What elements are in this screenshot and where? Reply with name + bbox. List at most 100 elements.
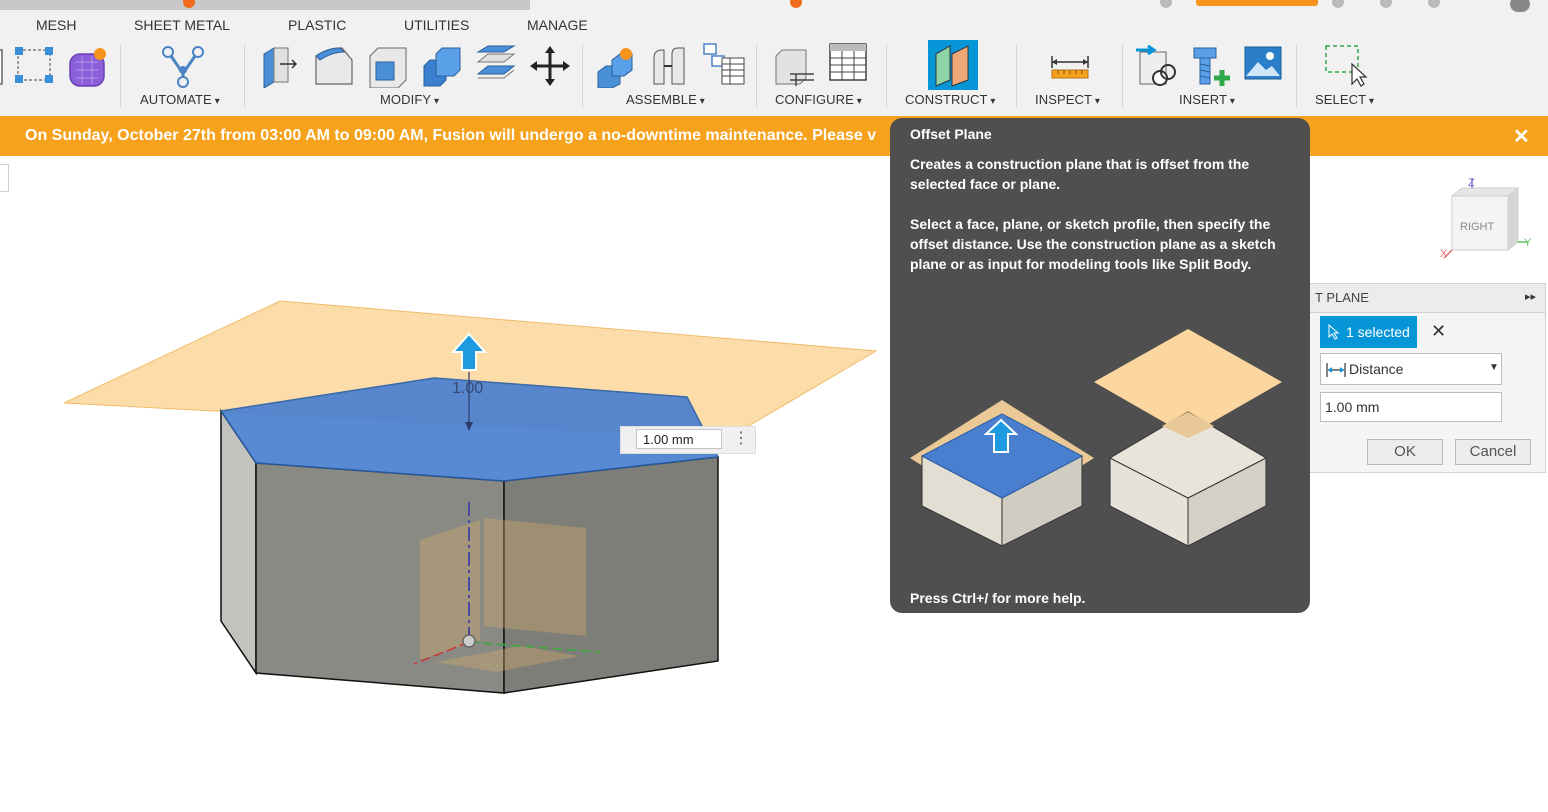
distance-manipulator-icon [450,332,488,371]
solid-icon[interactable] [0,46,8,86]
origin-point [462,634,476,648]
measure-icon[interactable] [1048,52,1092,82]
illustration-offset-plane [1094,329,1282,436]
tab-manage[interactable]: MANAGE [527,17,588,33]
ok-button[interactable]: OK [1367,439,1443,465]
separator [1016,44,1017,108]
x-axis [413,641,470,665]
dimension-label: 1.00 [452,380,484,397]
dimension-arrowhead [465,422,473,431]
browser-tab-area [0,0,530,10]
viewcube-x-axis [1443,249,1453,259]
separator [1296,44,1297,108]
fillet-icon[interactable] [312,44,356,88]
viewcube-face-label: RIGHT [1460,221,1495,233]
tab-mesh[interactable]: MESH [36,17,77,33]
viewcube-side-face [1507,186,1519,252]
document-logo-icon [790,0,802,8]
origin-plane [420,520,480,660]
offset-plane-tooltip: Offset Plane Creates a construction plan… [890,118,1310,613]
window-top-strip [0,0,1548,12]
illustration-overlap [1162,412,1214,438]
banner-message: On Sunday, October 27th from 03:00 AM to… [25,127,877,144]
construct-menu[interactable]: CONSTRUCT [905,92,996,107]
configure-menu[interactable]: CONFIGURE [775,92,862,107]
sketch-icon[interactable] [14,46,54,86]
cursor-icon [1328,324,1340,340]
browser-panel-toggle[interactable] [0,164,9,192]
distance-icon [1326,363,1346,377]
insert-menu[interactable]: INSERT [1179,92,1235,107]
tooltip-help-hint: Press Ctrl+/ for more help. [910,590,1086,606]
cancel-button[interactable]: Cancel [1455,439,1531,465]
banner-close-icon[interactable]: ✕ [1513,126,1530,148]
origin-plane [484,518,586,636]
more-options-icon[interactable]: ⋮ [733,430,749,447]
table-icon[interactable] [826,42,870,86]
insert-fastener-icon[interactable] [1190,44,1234,88]
app-logo-icon [183,0,195,8]
chevron-down-icon: ▼ [1489,362,1499,373]
tab-sheet-metal[interactable]: SHEET METAL [134,17,230,33]
y-axis [468,641,601,653]
move-icon[interactable] [528,44,572,88]
dimension-input[interactable] [636,429,722,449]
3d-viewport[interactable] [0,156,1548,812]
extent-type-value: Distance [1349,361,1404,377]
expand-dialog-icon[interactable]: ▸▸ [1525,291,1537,303]
automate-icon[interactable] [160,44,206,90]
insert-canvas-icon[interactable] [1244,46,1284,82]
separator [886,44,887,108]
viewcube-x-label: X [1440,248,1448,260]
new-component-icon[interactable] [594,44,638,88]
viewcube-y-label: Y [1524,237,1532,249]
tooltip-description: Creates a construction plane that is off… [910,156,1250,192]
create-form-icon[interactable] [66,46,110,90]
tooltip-title: Offset Plane [910,126,992,142]
job-status-icon[interactable] [1332,0,1344,8]
ribbon-toolbar: AUTOMATE MODIFY [0,38,1548,117]
clear-selection-icon[interactable]: ✕ [1431,321,1447,341]
joint-icon[interactable] [648,44,692,88]
assemble-menu[interactable]: ASSEMBLE [626,92,705,107]
combine-icon[interactable] [420,44,464,88]
avatar[interactable] [1510,0,1530,12]
maintenance-banner: On Sunday, October 27th from 03:00 AM to… [0,116,1548,156]
illustration-cube2-top [1108,411,1268,499]
illustration-cube-top [920,413,1084,499]
offset-plane-dialog: T PLANE ▸▸ 1 selected ✕ Distance ▼ OK Ca… [1300,283,1546,473]
upgrade-button[interactable] [1196,0,1318,6]
separator [120,44,121,108]
plane-selection-button[interactable]: 1 selected [1320,316,1417,348]
viewcube[interactable]: RIGHT Z X Y [1430,176,1540,266]
origin-plane [436,646,580,672]
select-menu[interactable]: SELECT [1315,92,1374,107]
preferences-icon[interactable] [1428,0,1440,8]
press-pull-icon[interactable] [258,44,302,88]
tab-utilities[interactable]: UTILITIES [404,17,470,33]
inspect-menu[interactable]: INSPECT [1035,92,1100,107]
selection-count: 1 selected [1346,324,1410,340]
dialog-title: T PLANE [1315,290,1369,305]
tab-plastic[interactable]: PLASTIC [288,17,347,33]
illustration-arrow-icon [983,418,1019,453]
bom-icon[interactable] [702,42,746,86]
viewcube-top-face [1450,187,1520,197]
help-icon[interactable] [1380,0,1392,8]
viewcube-z-label: Z [1468,177,1475,189]
distance-input[interactable] [1320,392,1502,422]
window-select-icon[interactable] [1322,44,1370,88]
configure-icon[interactable] [772,44,816,88]
extent-type-dropdown[interactable]: Distance ▼ [1320,353,1502,385]
tooltip-illustration [910,329,1282,547]
separator [582,44,583,108]
shell-icon[interactable] [366,44,410,88]
dialog-header[interactable]: T PLANE ▸▸ [1301,284,1545,313]
separator [244,44,245,108]
offset-plane-icon[interactable] [928,40,978,90]
insert-derive-icon[interactable] [1134,44,1178,88]
automate-menu[interactable]: AUTOMATE [140,92,220,107]
notifications-icon[interactable] [1160,0,1172,8]
modify-menu[interactable]: MODIFY [380,92,439,107]
split-body-icon[interactable] [474,44,518,88]
